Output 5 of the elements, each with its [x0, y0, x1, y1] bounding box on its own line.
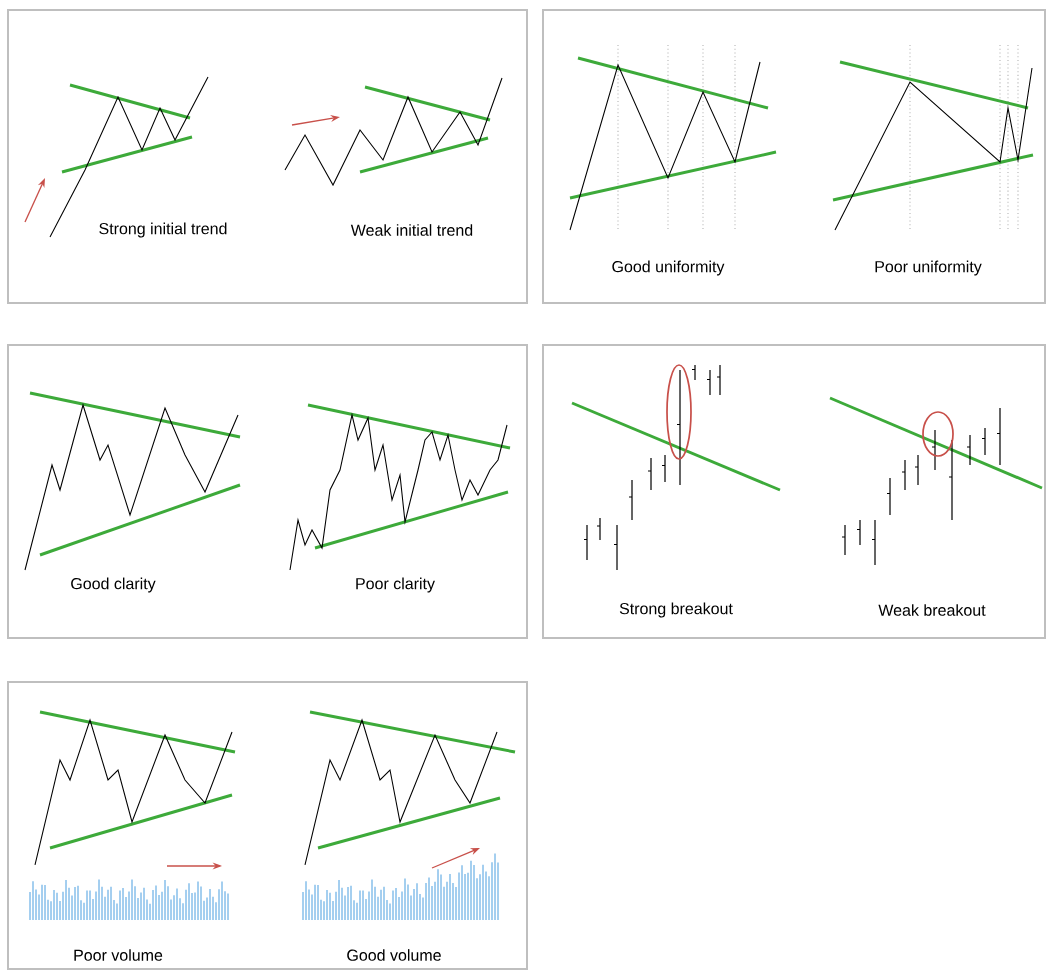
panel: Good uniformity Poor uniformity [542, 9, 1046, 304]
panel: Poor volume Good volume [7, 681, 528, 970]
panel: Strong breakout Weak breakout [542, 344, 1046, 639]
panel: Good clarity Poor clarity [7, 344, 528, 639]
panel: Strong initial trend Weak initial trend [7, 9, 528, 304]
